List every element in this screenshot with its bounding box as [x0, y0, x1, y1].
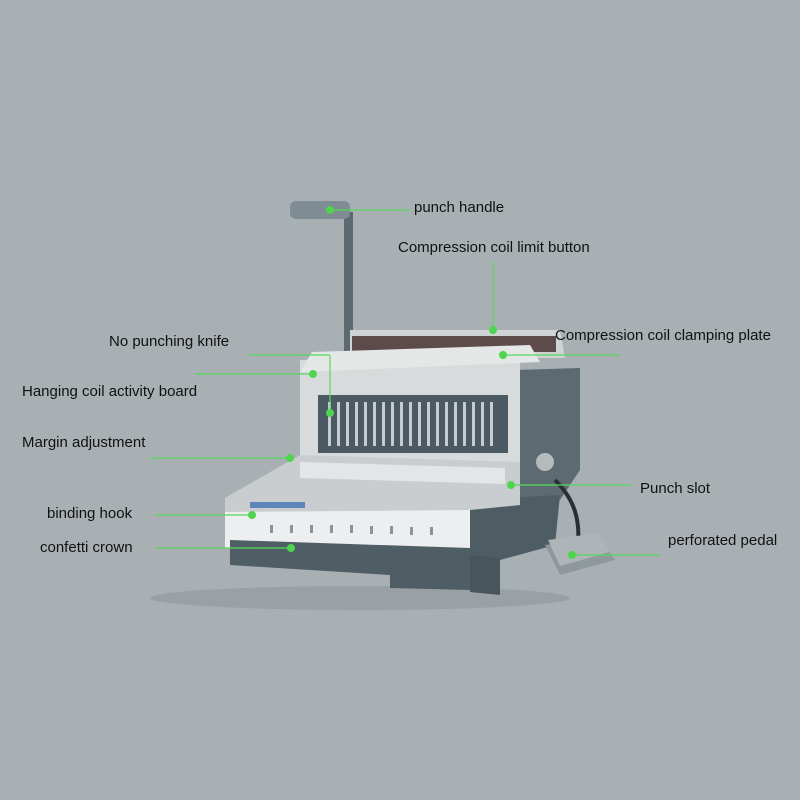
- callout-dots: [248, 206, 576, 559]
- front-indicator-marks: [270, 525, 433, 535]
- pedal-top: [548, 533, 610, 566]
- confetti-tray: [230, 540, 470, 590]
- side-knob: [536, 453, 554, 471]
- blue-label-plate: [250, 502, 305, 508]
- callout-dot-confetti-crown: [287, 544, 295, 552]
- comb-panel: [318, 395, 508, 453]
- punch-slot-strip: [300, 462, 505, 484]
- machine-side-lower: [470, 495, 560, 560]
- base-right-foot: [470, 555, 500, 595]
- callout-dot-punch-handle: [326, 206, 334, 214]
- label-punch-handle: punch handle: [414, 199, 505, 216]
- machine-side-panel: [515, 368, 580, 505]
- label-clamping-plate: Compression coil clamping plate: [555, 327, 771, 344]
- label-binding-hook: binding hook: [47, 505, 133, 522]
- comb-teeth: [328, 402, 493, 446]
- callout-dot-perforated-pedal: [568, 551, 576, 559]
- label-no-punching-knife: No punching knife: [109, 333, 230, 350]
- callout-dot-clamping-plate: [499, 351, 507, 359]
- callout-dot-binding-hook: [248, 511, 256, 519]
- callout-dot-margin-adjustment: [286, 454, 294, 462]
- label-limit-button: Compression coil limit button: [398, 239, 590, 256]
- handle-shaft: [344, 212, 353, 362]
- label-hanging-coil-board: Hanging coil activity board: [22, 383, 198, 400]
- callout-dot-limit-button: [489, 326, 497, 334]
- handle-grip: [290, 201, 350, 219]
- label-punch-slot: Punch slot: [640, 480, 711, 497]
- machine-shadow: [150, 586, 570, 610]
- upper-housing-top: [300, 345, 540, 372]
- label-perforated-pedal: perforated pedal: [668, 532, 778, 549]
- callout-lines: [150, 209, 660, 556]
- label-margin-adjustment: Margin adjustment: [22, 434, 146, 451]
- callout-dot-punch-slot: [507, 481, 515, 489]
- callout-dot-no-punching-knife: [326, 409, 334, 417]
- callout-dot-hanging-coil: [309, 370, 317, 378]
- label-confetti-crown: confetti crown: [40, 539, 133, 556]
